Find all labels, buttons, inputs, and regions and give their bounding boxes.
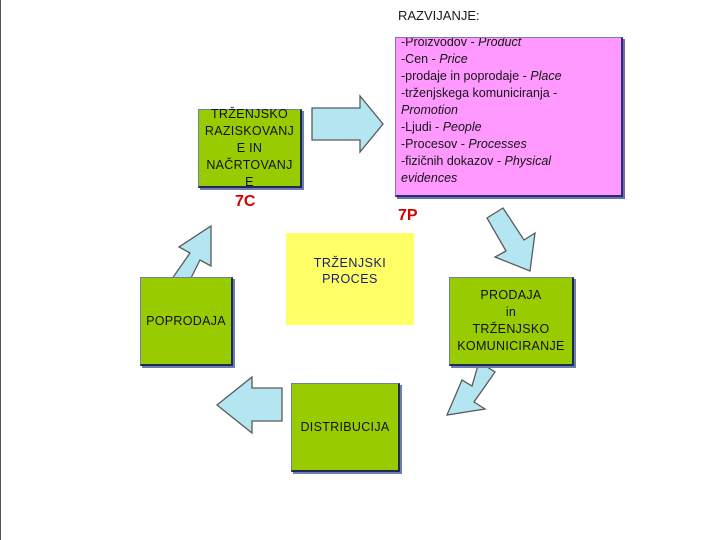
- research-line: E: [245, 174, 254, 189]
- sales-line: in: [505, 305, 517, 319]
- mix-item: -Ljudi - People: [401, 120, 482, 134]
- mix-item: -prodaje in poprodaje - Place: [401, 69, 562, 83]
- research-line: E IN: [236, 140, 263, 155]
- center-line: TRŽENJSKI: [313, 256, 387, 270]
- distribution-line: DISTRIBUCIJA: [300, 419, 390, 434]
- marketing-mix-box: -Proizvodov - Product -Cen - Price -prod…: [395, 37, 623, 197]
- mix-item: -Cen - Price: [401, 52, 468, 66]
- mix-item: evidences: [401, 171, 458, 185]
- label-7c: 7C: [235, 193, 256, 210]
- sales-line: KOMUNICIRANJE: [457, 339, 565, 353]
- mix-item: -Proizvodov - Product: [401, 37, 522, 49]
- arrow-down-right-icon: [486, 207, 536, 272]
- arrow-down-left-icon: [445, 360, 496, 416]
- after-sales-line: POPRODAJA: [146, 313, 226, 328]
- research-planning-box: TRŽENJSKO RAZISKOVANJ E IN NAČRTOVANJ E: [198, 106, 302, 189]
- distribution-box: DISTRIBUCIJA: [291, 383, 400, 472]
- sales-line: PRODAJA: [480, 288, 542, 302]
- mix-item: -trženjskega komuniciranja -: [401, 86, 558, 100]
- research-line: NAČRTOVANJ: [206, 157, 293, 172]
- sales-line: TRŽENJSKO: [472, 322, 550, 336]
- mix-item: -Procesov - Processes: [401, 137, 527, 151]
- mix-item: Promotion: [401, 103, 458, 117]
- sales-communication-box: PRODAJA in TRŽENJSKO KOMUNICIRANJE: [449, 277, 574, 366]
- mix-item: -fizičnih dokazov - Physical: [401, 154, 552, 168]
- center-line: PROCES: [322, 272, 378, 286]
- research-line: TRŽENJSKO: [210, 106, 288, 121]
- arrow-right-icon: [311, 94, 384, 154]
- left-border-line: [0, 0, 1, 540]
- after-sales-box: POPRODAJA: [140, 277, 233, 366]
- research-line: RAZISKOVANJ: [204, 123, 295, 138]
- label-7p: 7P: [398, 207, 418, 224]
- arrow-left-icon: [215, 375, 283, 435]
- page-title: RAZVIJANJE:: [398, 8, 480, 23]
- marketing-process-center: TRŽENJSKI PROCES: [286, 233, 414, 325]
